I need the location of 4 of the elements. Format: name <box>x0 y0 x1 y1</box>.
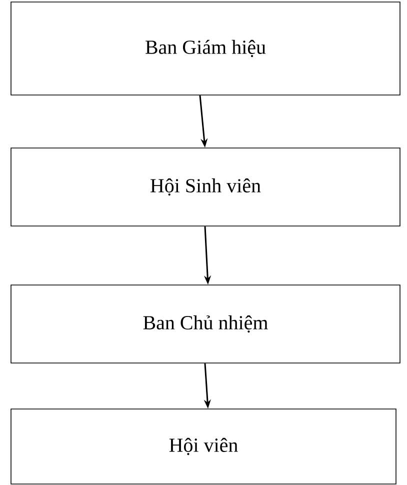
org-box: Ban Chủ nhiệm <box>10 284 400 364</box>
org-box: Hội viên <box>10 408 396 484</box>
org-box: Ban Giám hiệu <box>10 2 400 96</box>
org-box: Hội Sinh viên <box>10 148 400 226</box>
